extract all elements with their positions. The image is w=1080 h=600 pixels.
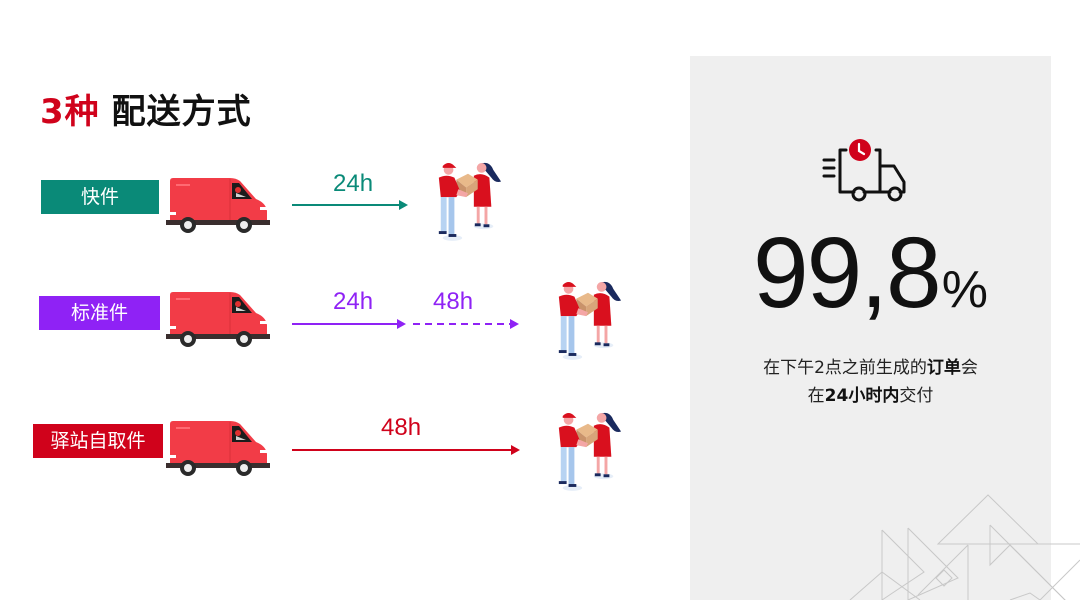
express-duration-label: 24h bbox=[333, 170, 374, 197]
standard-arrow-dashed bbox=[413, 319, 519, 329]
pickup-label: 驿站自取件 bbox=[50, 430, 146, 452]
delivery-van-icon bbox=[166, 291, 270, 347]
standard-label: 标准件 bbox=[70, 302, 128, 324]
title-main: 配送方式 bbox=[111, 92, 252, 132]
package-handover-icon bbox=[558, 412, 622, 491]
standard-label-badge: 标准件 bbox=[39, 296, 160, 330]
express-arrow bbox=[292, 200, 408, 210]
delivery-van-icon bbox=[166, 177, 270, 233]
on-time-rate: 99,8% bbox=[690, 216, 1051, 331]
standard-duration-label-1: 24h bbox=[333, 288, 374, 315]
delivery-truck-clock-icon bbox=[822, 139, 906, 202]
express-label-badge: 快件 bbox=[41, 180, 159, 214]
desc-emphasis: 24小时内 bbox=[824, 386, 900, 406]
on-time-rate-unit: % bbox=[941, 261, 988, 319]
page-title: 3种配送方式 bbox=[40, 84, 252, 133]
stat-description-line-2: 在24小时内交付 bbox=[690, 382, 1051, 410]
desc-text: 交付 bbox=[899, 386, 934, 406]
desc-text: 会 bbox=[960, 358, 978, 378]
package-handover-icon bbox=[438, 162, 502, 241]
package-handover-icon bbox=[558, 281, 622, 360]
pickup-duration-label: 48h bbox=[381, 414, 422, 441]
delivery-van-icon bbox=[166, 420, 270, 476]
standard-arrow-solid bbox=[292, 319, 406, 329]
desc-text: 在 bbox=[807, 386, 825, 406]
stat-panel: 99,8% 在下午2点之前生成的订单会 在24小时内交付 bbox=[690, 56, 1051, 600]
on-time-rate-value: 99,8 bbox=[753, 217, 942, 329]
standard-duration-label-2: 48h bbox=[433, 288, 474, 315]
desc-emphasis: 订单 bbox=[926, 358, 961, 378]
stat-description: 在下午2点之前生成的订单会 在24小时内交付 bbox=[690, 354, 1051, 410]
title-count: 3种 bbox=[40, 92, 100, 132]
pickup-label-badge: 驿站自取件 bbox=[33, 424, 163, 458]
express-label: 快件 bbox=[80, 186, 119, 208]
desc-text: 在下午2点之前生成的 bbox=[763, 358, 927, 378]
pickup-arrow bbox=[292, 445, 520, 455]
stat-description-line-1: 在下午2点之前生成的订单会 bbox=[690, 354, 1051, 382]
